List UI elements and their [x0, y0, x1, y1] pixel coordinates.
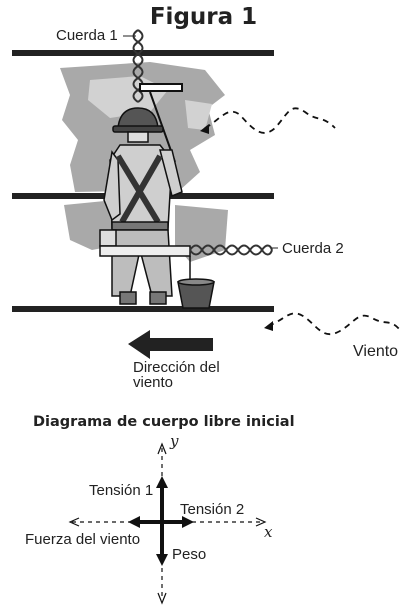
rope-2-label: Cuerda 2	[282, 240, 344, 257]
wind-force-label: Fuerza del viento	[25, 531, 141, 548]
wind-direction-arrow	[128, 330, 213, 359]
x-axis-label: x	[264, 523, 273, 541]
figure-title: Figura 1	[149, 4, 258, 30]
y-axis-label: y	[170, 432, 179, 450]
diagram-title: Diagrama de cuerpo libre inicial	[33, 414, 295, 430]
wind-lines	[204, 107, 401, 335]
bucket	[177, 256, 215, 309]
bosun-seat	[99, 245, 191, 257]
wind-direction-label-line1: Dirección del	[133, 359, 220, 376]
tension-1-label: Tensión 1	[89, 482, 154, 499]
wind-direction-label: Dirección del viento	[133, 360, 220, 390]
rope-1-label: Cuerda 1	[56, 27, 118, 44]
wind-direction-label-line2: viento	[133, 374, 174, 391]
weight-label: Peso	[172, 546, 207, 563]
tension-2-label: Tensión 2	[180, 501, 245, 518]
rope-2	[189, 244, 273, 256]
rope-1	[132, 29, 144, 103]
free-body-diagram	[68, 442, 267, 605]
wind-label: Viento	[353, 343, 399, 360]
